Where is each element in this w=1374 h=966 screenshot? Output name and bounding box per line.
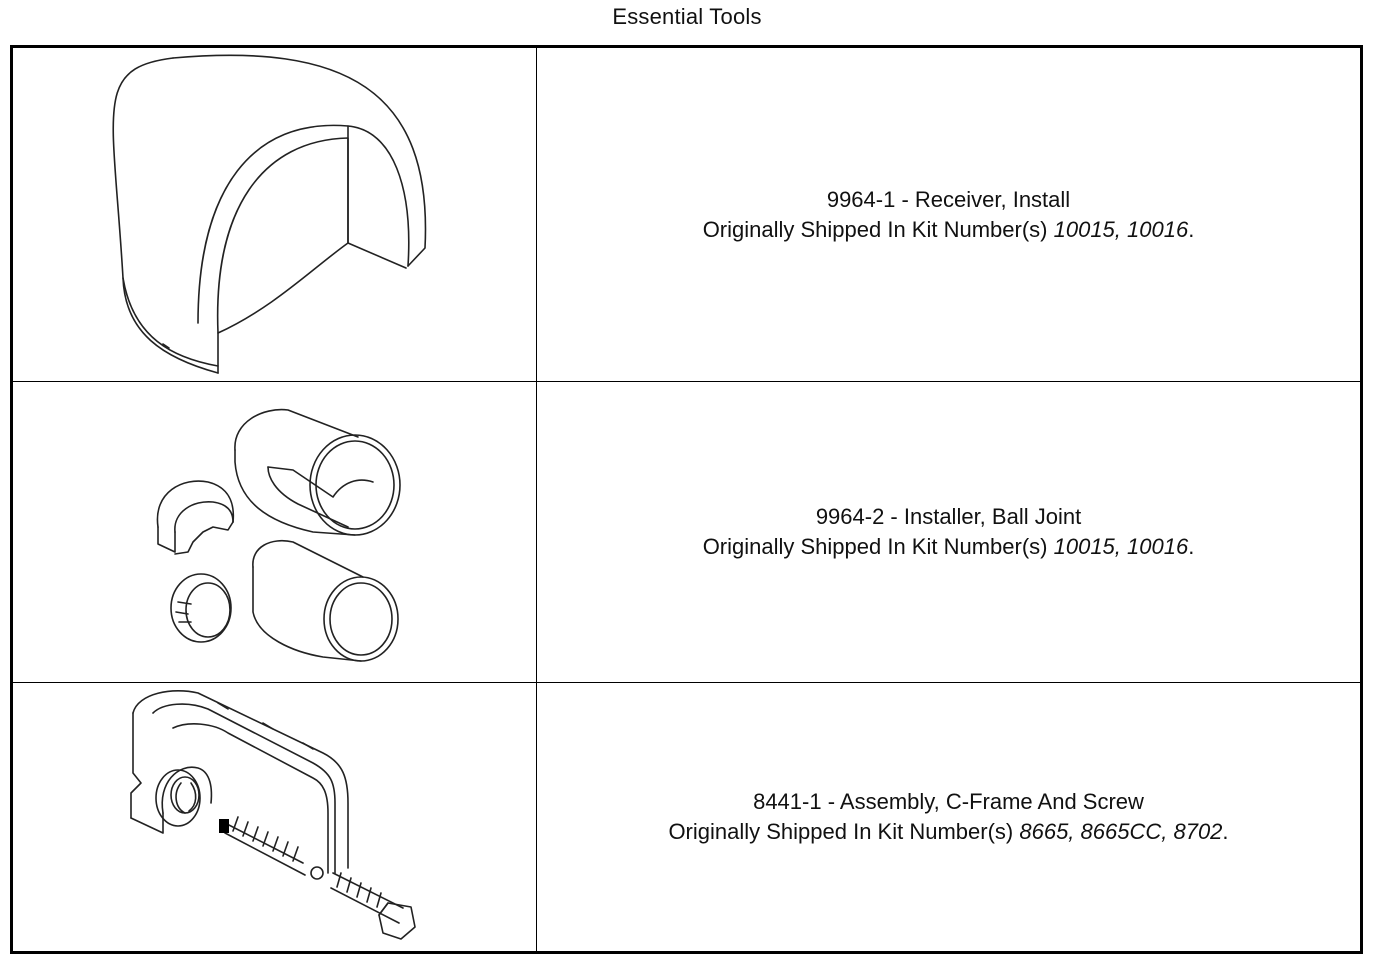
tool-row: 9964-1 - Receiver, Install Originally Sh… xyxy=(13,48,1360,381)
tool-description-cell: 8441-1 - Assembly, C-Frame And Screw Ori… xyxy=(537,683,1360,951)
kit-numbers: 10015, 10016 xyxy=(1053,216,1189,242)
tool-title: 9964-2 - Installer, Ball Joint xyxy=(815,504,1082,529)
kit-numbers: 10015, 10016 xyxy=(1053,534,1189,559)
tool-title: 9964-1 - Receiver, Install xyxy=(826,186,1071,212)
c-frame-screw-icon xyxy=(130,690,416,940)
tool-title: 8441-1 - Assembly, C-Frame And Screw xyxy=(753,789,1144,814)
page-title: Essential Tools xyxy=(612,4,762,29)
kit-label: Originally Shipped In Kit Number(s) xyxy=(702,216,1054,242)
ball-joint-installer-icon xyxy=(156,408,401,662)
tool-kit-line: Originally Shipped In Kit Number(s) 8665… xyxy=(668,817,1228,847)
receiver-install-icon xyxy=(112,54,427,374)
kit-suffix: . xyxy=(1188,216,1195,242)
tool-image-cell xyxy=(13,382,537,682)
tool-image-cell xyxy=(13,48,537,381)
tool-row: 9964-2 - Installer, Ball Joint Originall… xyxy=(13,381,1360,682)
tool-row: 8441-1 - Assembly, C-Frame And Screw Ori… xyxy=(13,682,1360,951)
kit-label: Originally Shipped In Kit Number(s) xyxy=(668,819,1020,844)
kit-suffix: . xyxy=(1188,534,1195,559)
tool-image-cell xyxy=(13,683,537,951)
tool-kit-line: Originally Shipped In Kit Number(s) 1001… xyxy=(703,532,1195,562)
tool-description-cell: 9964-2 - Installer, Ball Joint Originall… xyxy=(537,382,1360,682)
kit-label: Originally Shipped In Kit Number(s) xyxy=(702,534,1054,559)
tool-description-cell: 9964-1 - Receiver, Install Originally Sh… xyxy=(537,48,1360,381)
tools-table: 9964-1 - Receiver, Install Originally Sh… xyxy=(10,45,1363,954)
tool-kit-line: Originally Shipped In Kit Number(s) 1001… xyxy=(703,215,1195,245)
kit-numbers: 8665, 8665CC, 8702 xyxy=(1019,819,1223,844)
kit-suffix: . xyxy=(1222,819,1229,844)
